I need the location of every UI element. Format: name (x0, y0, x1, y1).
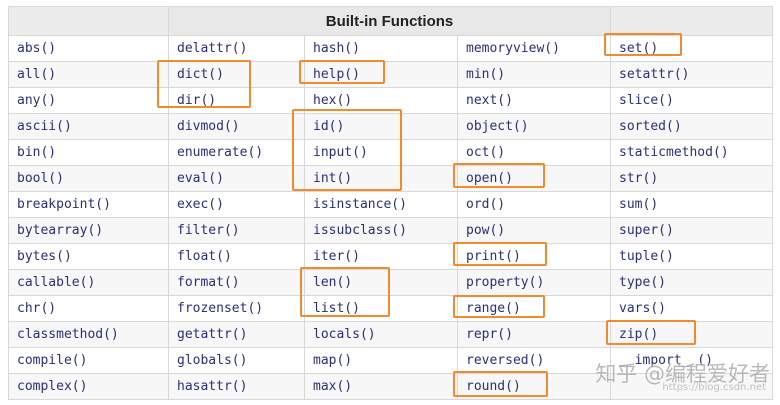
table-row: ascii()divmod()id()object()sorted() (8, 113, 774, 140)
function-cell[interactable]: all() (8, 61, 169, 88)
function-cell[interactable]: exec() (168, 191, 305, 218)
function-cell[interactable]: sum() (610, 191, 774, 218)
function-cell[interactable]: eval() (168, 165, 305, 192)
builtin-functions-table-container: Built-in Functions abs()delattr()hash()m… (8, 6, 774, 400)
function-cell[interactable]: max() (304, 373, 458, 400)
function-cell[interactable] (610, 373, 774, 400)
function-cell[interactable]: iter() (304, 243, 458, 270)
table-row: compile()globals()map()reversed()__impor… (8, 347, 774, 374)
function-cell[interactable]: chr() (8, 295, 169, 322)
function-cell[interactable]: property() (456, 269, 612, 296)
table-row: all()dict()help()min()setattr() (8, 61, 774, 88)
function-cell[interactable]: hasattr() (168, 373, 305, 400)
function-cell[interactable]: memoryview() (456, 35, 612, 62)
function-cell[interactable]: object() (456, 113, 612, 140)
function-cell[interactable]: dir() (168, 87, 305, 114)
builtin-functions-table: Built-in Functions abs()delattr()hash()m… (8, 6, 774, 400)
function-cell[interactable]: oct() (456, 139, 612, 166)
table-row: chr()frozenset()list()range()vars() (8, 295, 774, 322)
function-cell[interactable]: range() (456, 295, 612, 322)
function-cell[interactable]: type() (610, 269, 774, 296)
function-cell[interactable]: help() (304, 61, 458, 88)
table-row: complex()hasattr()max()round() (8, 373, 774, 400)
function-cell[interactable]: len() (304, 269, 458, 296)
function-cell[interactable]: print() (456, 243, 612, 270)
function-cell[interactable]: open() (456, 165, 612, 192)
table-row: bytes()float()iter()print()tuple() (8, 243, 774, 270)
function-cell[interactable]: round() (456, 373, 612, 400)
function-cell[interactable]: getattr() (168, 321, 305, 348)
function-cell[interactable]: ascii() (8, 113, 169, 140)
function-cell[interactable]: complex() (8, 373, 169, 400)
table-row: classmethod()getattr()locals()repr()zip(… (8, 321, 774, 348)
watermark: 知乎 @编程爱好者 (595, 362, 770, 386)
function-cell[interactable]: delattr() (168, 35, 305, 62)
table-row: bin()enumerate()input()oct()staticmethod… (8, 139, 774, 166)
function-cell[interactable]: classmethod() (8, 321, 169, 348)
function-cell[interactable]: ord() (456, 191, 612, 218)
function-cell[interactable]: min() (456, 61, 612, 88)
function-cell[interactable]: slice() (610, 87, 774, 114)
function-cell[interactable]: bytearray() (8, 217, 169, 244)
function-cell[interactable]: reversed() (456, 347, 612, 374)
function-cell[interactable]: int() (304, 165, 458, 192)
function-cell[interactable]: sorted() (610, 113, 774, 140)
table-row: breakpoint()exec()isinstance()ord()sum() (8, 191, 774, 218)
function-cell[interactable]: hex() (304, 87, 458, 114)
function-cell[interactable]: isinstance() (304, 191, 458, 218)
function-cell[interactable]: input() (304, 139, 458, 166)
function-cell[interactable]: issubclass() (304, 217, 458, 244)
function-cell[interactable]: bool() (8, 165, 169, 192)
function-cell[interactable]: staticmethod() (610, 139, 774, 166)
function-cell[interactable]: set() (610, 35, 774, 62)
table-row: any()dir()hex()next()slice() (8, 87, 774, 114)
table-body: abs()delattr()hash()memoryview()set()all… (8, 35, 774, 400)
function-cell[interactable]: globals() (168, 347, 305, 374)
function-cell[interactable]: pow() (456, 217, 612, 244)
function-cell[interactable]: frozenset() (168, 295, 305, 322)
function-cell[interactable]: vars() (610, 295, 774, 322)
function-cell[interactable]: super() (610, 217, 774, 244)
function-cell[interactable]: divmod() (168, 113, 305, 140)
function-cell[interactable]: locals() (304, 321, 458, 348)
table-row: bytearray()filter()issubclass()pow()supe… (8, 217, 774, 244)
function-cell[interactable]: compile() (8, 347, 169, 374)
function-cell[interactable]: next() (456, 87, 612, 114)
function-cell[interactable]: hash() (304, 35, 458, 62)
function-cell[interactable]: tuple() (610, 243, 774, 270)
table-row: bool()eval()int()open()str() (8, 165, 774, 192)
watermark-url: https://blog.csdn.net (662, 382, 766, 393)
function-cell[interactable]: enumerate() (168, 139, 305, 166)
table-header-row: Built-in Functions (8, 6, 774, 36)
function-cell[interactable]: float() (168, 243, 305, 270)
function-cell[interactable]: map() (304, 347, 458, 374)
table-title: Built-in Functions (167, 6, 612, 36)
function-cell[interactable]: list() (304, 295, 458, 322)
function-cell[interactable]: bin() (8, 139, 169, 166)
function-cell[interactable]: breakpoint() (8, 191, 169, 218)
function-cell[interactable]: any() (8, 87, 169, 114)
table-row: callable()format()len()property()type() (8, 269, 774, 296)
function-cell[interactable]: format() (168, 269, 305, 296)
table-row: abs()delattr()hash()memoryview()set() (8, 35, 774, 62)
function-cell[interactable]: str() (610, 165, 774, 192)
function-cell[interactable]: filter() (168, 217, 305, 244)
function-cell[interactable]: callable() (8, 269, 169, 296)
function-cell[interactable]: zip() (610, 321, 774, 348)
function-cell[interactable]: id() (304, 113, 458, 140)
function-cell[interactable]: bytes() (8, 243, 169, 270)
header-blank-cell (610, 6, 774, 36)
function-cell[interactable]: repr() (456, 321, 612, 348)
function-cell[interactable]: dict() (168, 61, 305, 88)
function-cell[interactable]: abs() (8, 35, 169, 62)
header-blank-cell (8, 6, 169, 36)
function-cell[interactable]: setattr() (610, 61, 774, 88)
function-cell[interactable]: __import__() (610, 347, 774, 374)
